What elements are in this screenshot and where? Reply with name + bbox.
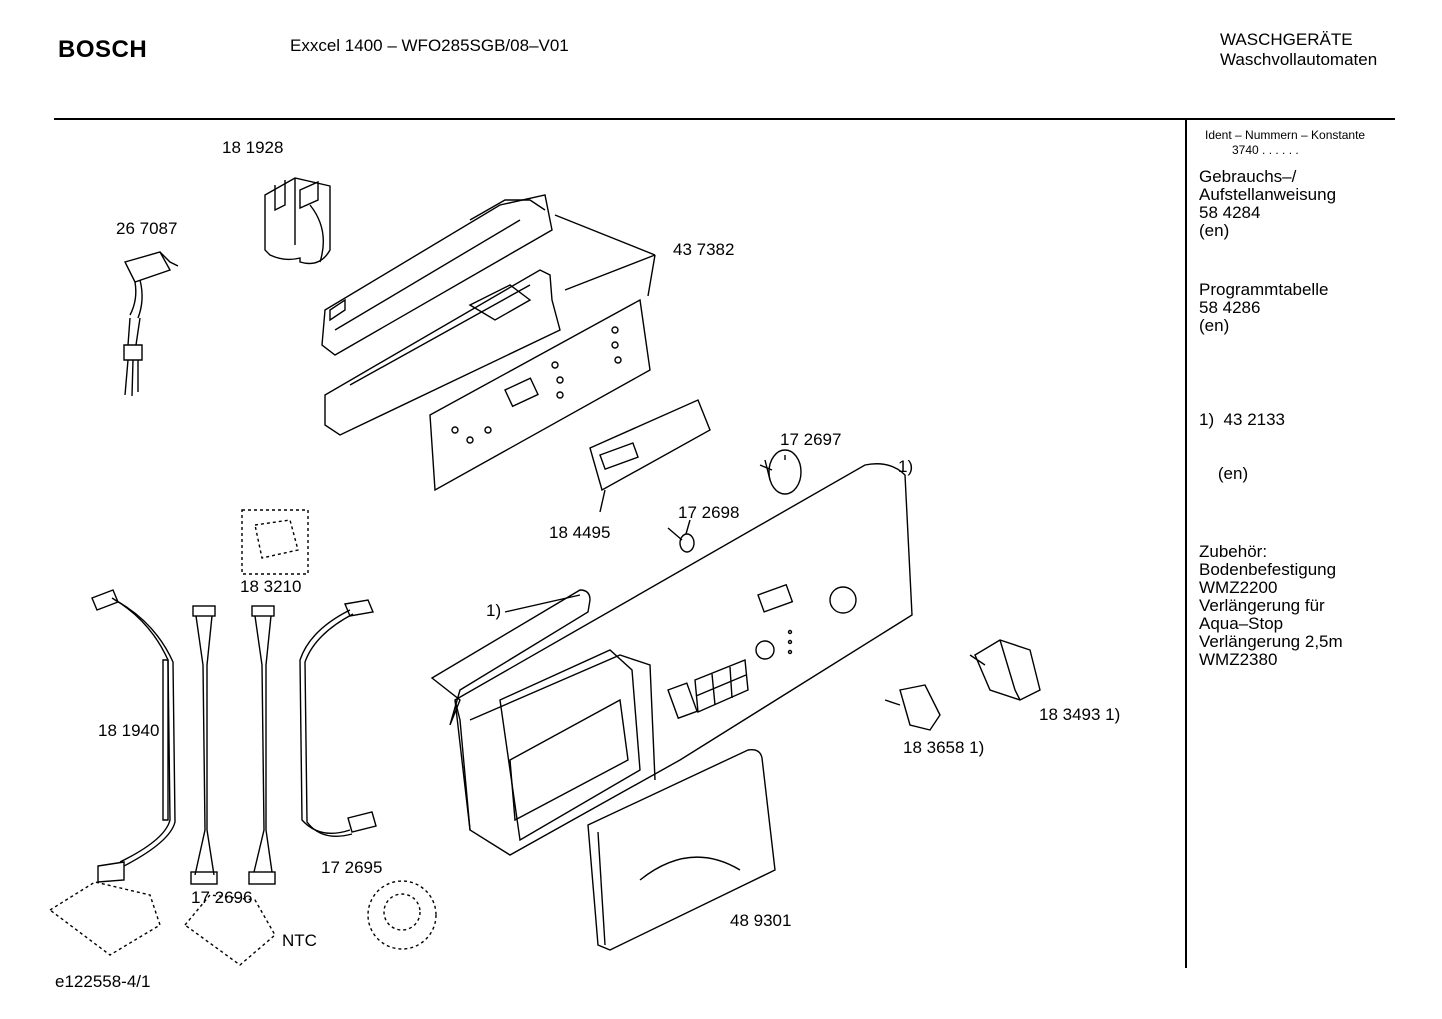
- part-183658-drawing: [884, 684, 941, 731]
- sidebar-line: Zubehör:: [1199, 542, 1268, 561]
- sidebar-line: Verlängerung für: [1199, 596, 1325, 615]
- part-183210-drawing: [241, 509, 309, 575]
- header-divider: [54, 118, 1395, 120]
- part-184495-drawing: [589, 399, 711, 513]
- sidebar-line: Bodenbefestigung: [1199, 560, 1337, 579]
- part-label-183493: 18 3493 1): [1039, 705, 1121, 724]
- circuit-board-drawing: [429, 298, 651, 492]
- part-489301-drawing: [587, 748, 776, 951]
- model-title: Exxcel 1400 – WFO285SGB/08–V01: [290, 36, 569, 55]
- brand-logo: BOSCH: [58, 36, 148, 63]
- part-172696-drawing: [190, 605, 276, 885]
- sidebar-line: (en): [1199, 316, 1230, 335]
- part-label-437382: 43 7382: [673, 240, 735, 259]
- sidebar-block-accessories: Zubehör: Bodenbefestigung WMZ2200 Verlän…: [1199, 543, 1343, 669]
- category-subtitle: Waschvollautomaten: [1220, 50, 1378, 69]
- sidebar-line: 58 4284: [1199, 203, 1261, 222]
- part-437382-drawing: [321, 194, 656, 436]
- sidebar-line: (en): [1199, 464, 1249, 483]
- part-label-181940: 18 1940: [98, 721, 160, 740]
- part-label-183210: 18 3210: [240, 577, 302, 596]
- sidebar-line: Gebrauchs–/: [1199, 167, 1297, 186]
- sidebar-line: Aufstellanweisung: [1199, 185, 1337, 204]
- ident-heading: Ident – Nummern – Konstante: [1205, 128, 1366, 142]
- sidebar-block-manual: Gebrauchs–/ Aufstellanweisung 58 4284 (e…: [1199, 168, 1336, 240]
- note-label-top: 1): [898, 457, 914, 476]
- category-title: WASCHGERÄTE: [1220, 30, 1353, 49]
- part-183493-drawing: [969, 639, 1041, 701]
- part-label-184495: 18 4495: [549, 523, 611, 542]
- part-label-ntc: NTC: [282, 931, 317, 950]
- sidebar-line: (en): [1199, 221, 1230, 240]
- control-panel-drawing: [430, 463, 913, 856]
- ident-value: 3740 . . . . . .: [1232, 143, 1299, 157]
- part-267087-drawing: [123, 251, 179, 397]
- sidebar-line: 58 4286: [1199, 298, 1261, 317]
- part-181928-drawing: [264, 177, 331, 265]
- part-label-172698: 17 2698: [678, 503, 740, 522]
- part-label-267087: 26 7087: [116, 219, 178, 238]
- sidebar-divider: [1185, 120, 1187, 968]
- part-label-172695: 17 2695: [321, 858, 383, 877]
- sensor-parts-drawing: [48, 880, 437, 966]
- sidebar-line: Verlängerung 2,5m: [1199, 632, 1343, 651]
- part-label-172697: 17 2697: [780, 430, 842, 449]
- sidebar-block-program-table: Programmtabelle 58 4286 (en): [1199, 281, 1328, 335]
- part-label-172696: 17 2696: [191, 888, 253, 907]
- part-181940-drawing: [91, 589, 176, 883]
- sidebar-line: WMZ2380: [1199, 650, 1278, 669]
- part-172695-drawing: [299, 599, 377, 837]
- sidebar-block-note: 1) 43 2133 (en): [1199, 375, 1285, 501]
- drawing-id: e122558-4/1: [55, 972, 151, 991]
- sidebar-line: Aqua–Stop: [1199, 614, 1284, 633]
- sidebar-line: 1) 43 2133: [1199, 410, 1286, 429]
- part-172698-drawing: [667, 519, 695, 553]
- part-label-183658: 18 3658 1): [903, 738, 985, 757]
- note-label-left: 1): [486, 601, 502, 620]
- part-label-489301: 48 9301: [730, 911, 792, 930]
- sidebar-line: Programmtabelle: [1199, 280, 1329, 299]
- part-label-181928: 18 1928: [222, 138, 284, 157]
- sidebar-line: WMZ2200: [1199, 578, 1278, 597]
- part-172697-drawing: [759, 449, 802, 495]
